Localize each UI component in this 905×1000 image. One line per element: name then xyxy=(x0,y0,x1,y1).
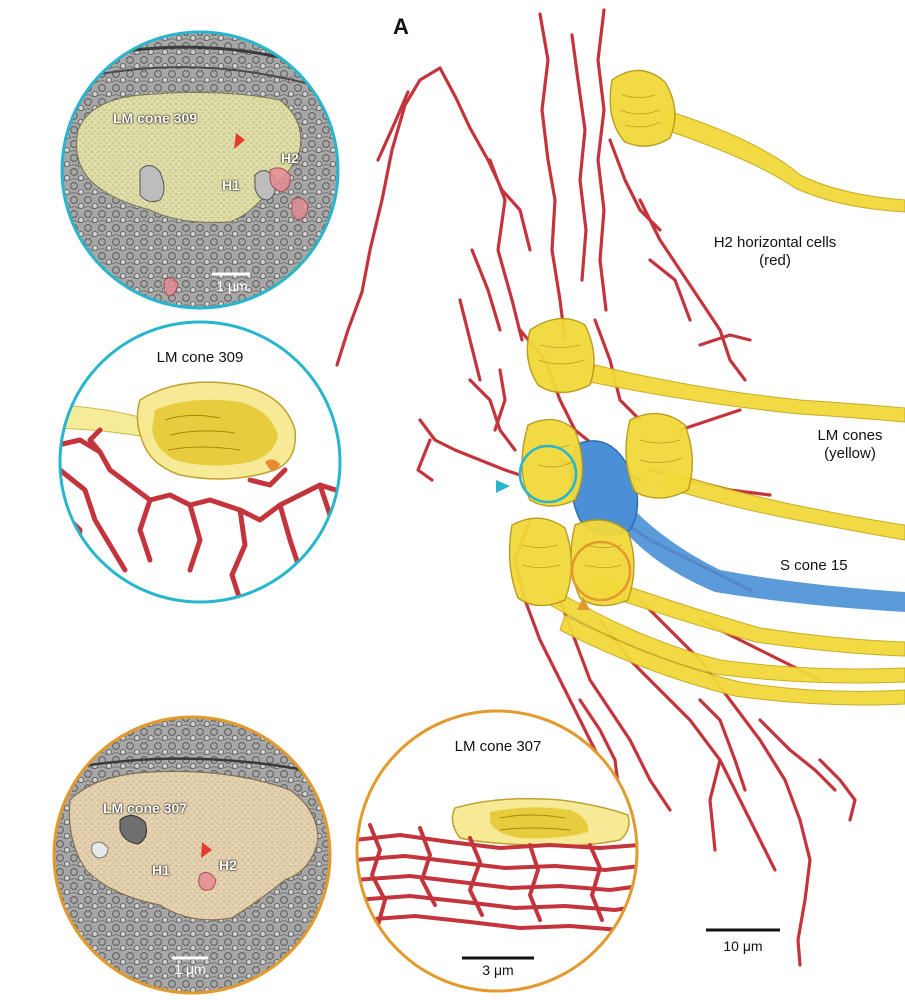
pedicle-texture xyxy=(521,94,683,568)
em-bottom-ring xyxy=(52,715,332,995)
cone-307-arrowhead xyxy=(577,597,590,610)
em-bottom-h2-label: H2 xyxy=(219,857,237,873)
inset-3d-cone-309 xyxy=(58,320,342,604)
lm-cones-label: LM cones (yellow) xyxy=(800,427,900,463)
main-scale-label: 10 μm xyxy=(723,938,763,954)
inset-em-cone-307 xyxy=(52,715,332,995)
em-top-ring xyxy=(60,30,340,310)
cone-309-arrowhead xyxy=(496,480,510,493)
lm-cone-axons xyxy=(549,109,905,706)
cone-307-highlight-ring xyxy=(570,540,632,602)
s-cone-label: S cone 15 xyxy=(780,557,848,574)
lm-label-sub: (yellow) xyxy=(824,445,876,462)
panel-letter: A xyxy=(393,14,409,39)
lm-cone-pedicles xyxy=(508,69,694,607)
em-top-h2-label: H2 xyxy=(281,150,299,166)
3d-bottom-title: LM cone 307 xyxy=(454,738,542,755)
em-bottom-scale-label: 1 μm xyxy=(174,961,206,977)
h2-label-sub: (red) xyxy=(759,252,791,269)
3d-top-title: LM cone 309 xyxy=(156,349,244,366)
lm-label-title: LM cones xyxy=(817,427,883,444)
em-bottom-h1-label: H1 xyxy=(152,862,170,878)
3d-bottom-ring xyxy=(355,709,639,993)
h2-horizontal-cells-label: H2 horizontal cells (red) xyxy=(680,234,870,270)
em-top-scale-label: 1 μm xyxy=(216,278,248,294)
s-cone-15 xyxy=(570,440,905,612)
inset-3d-cone-307 xyxy=(355,709,639,993)
em-bottom-cone-label: LM cone 307 xyxy=(103,800,188,816)
em-top-h1-label: H1 xyxy=(222,177,240,193)
cone-309-highlight-ring xyxy=(518,444,578,504)
3d-bottom-scale-label: 3 μm xyxy=(482,962,514,978)
3d-top-ring xyxy=(58,320,342,604)
3d-top-scale-label: 3 μm xyxy=(173,583,205,599)
inset-em-cone-309 xyxy=(60,30,340,310)
h2-label-title: H2 horizontal cells xyxy=(713,234,837,251)
em-top-cone-label: LM cone 309 xyxy=(113,110,198,126)
